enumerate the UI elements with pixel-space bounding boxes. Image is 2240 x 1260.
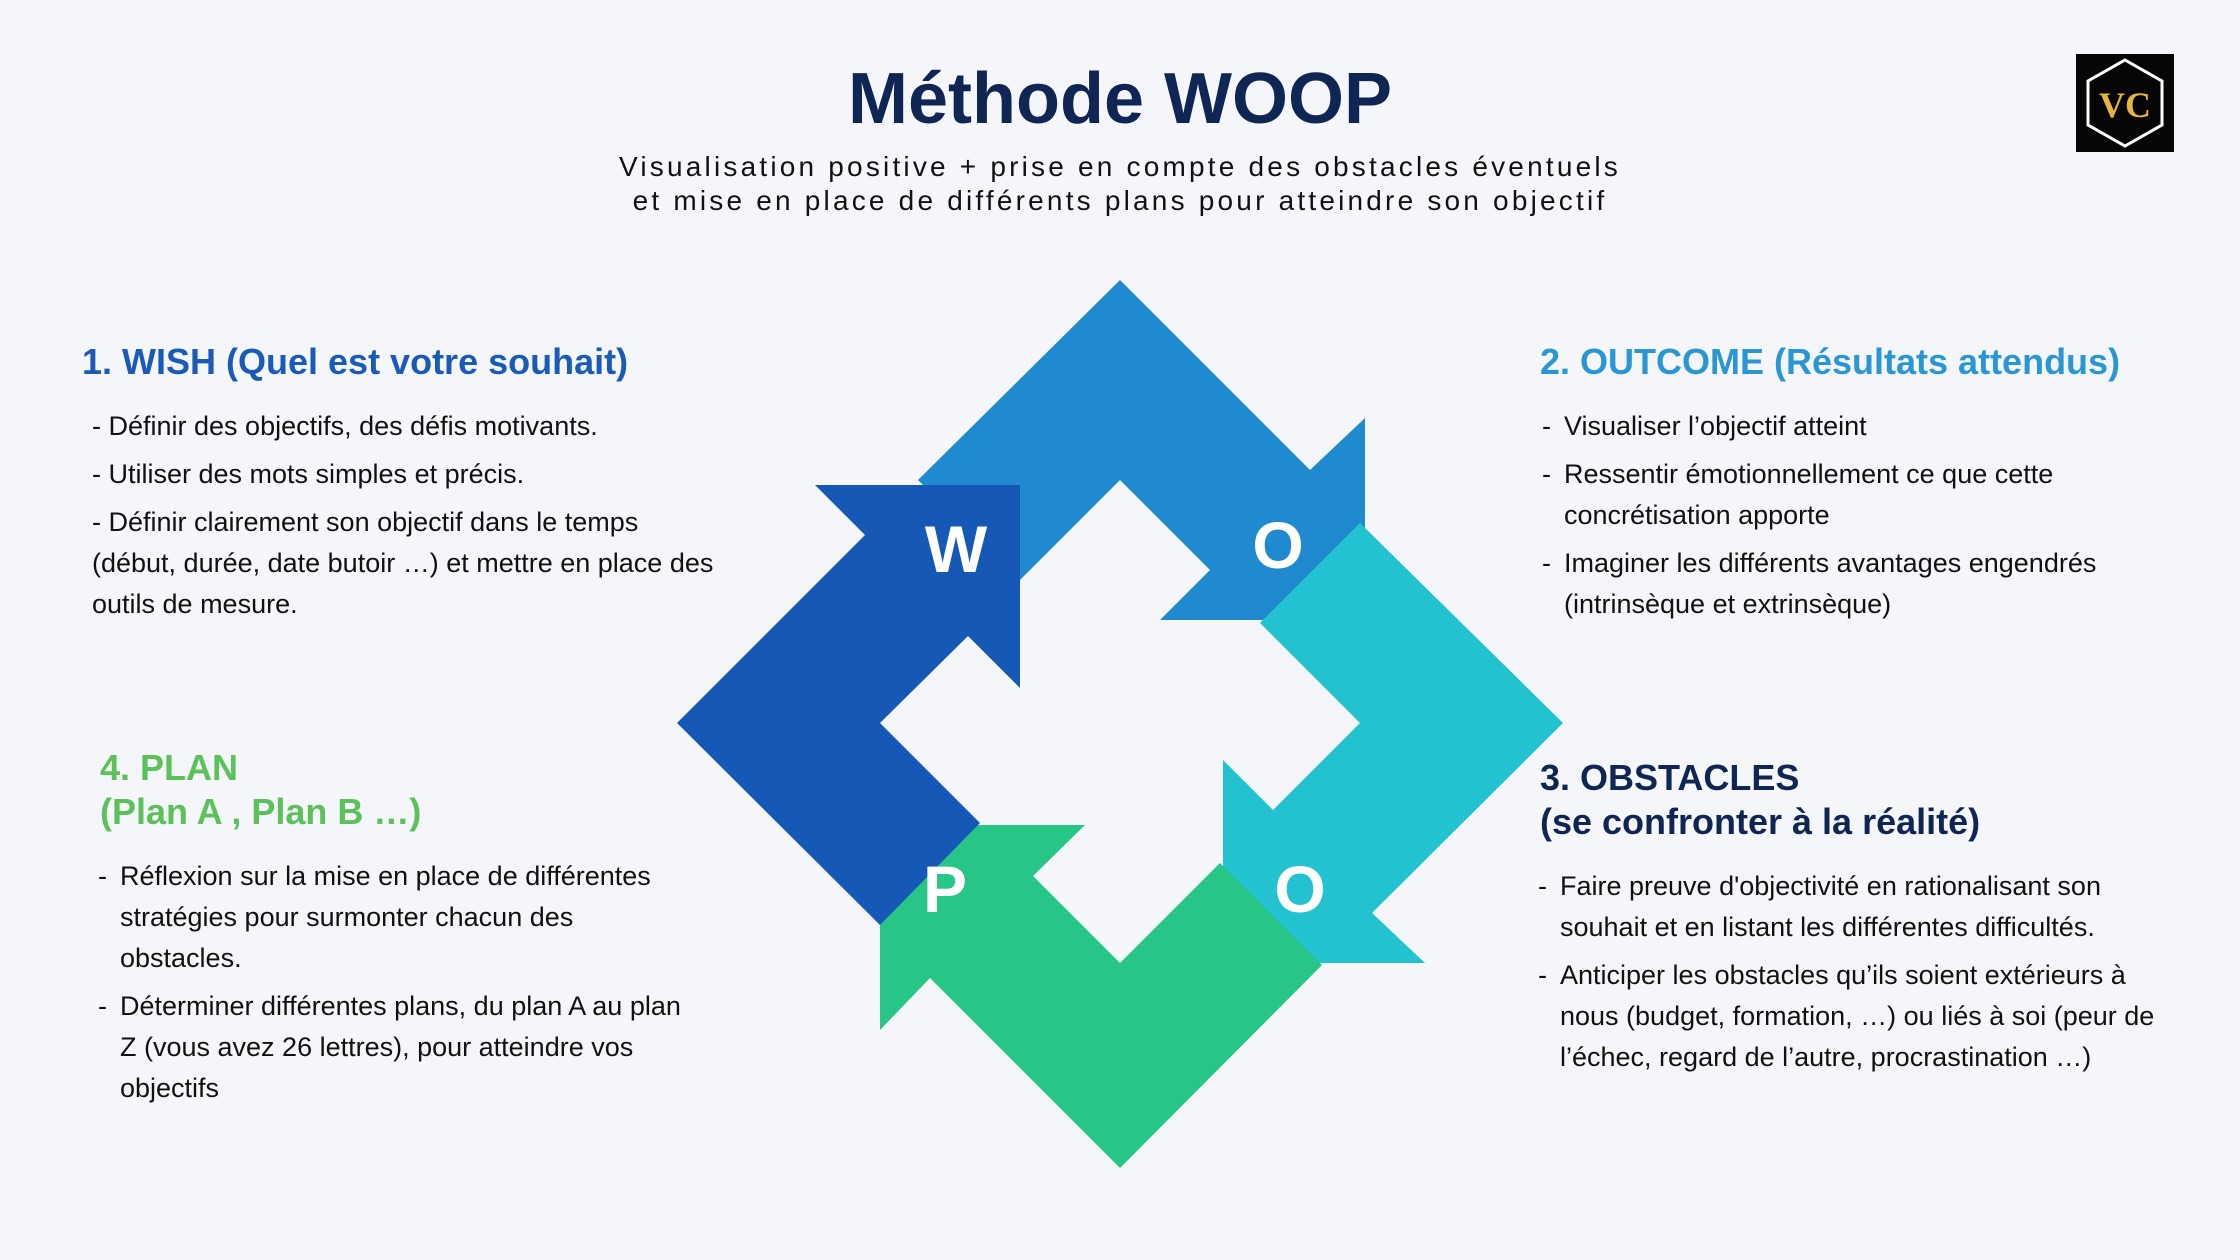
outcome-list: Visualiser l’objectif atteint Ressentir … <box>1540 406 2180 625</box>
letter-p: P <box>923 852 967 926</box>
arrow-outcome <box>918 280 1365 620</box>
arrow-wish <box>677 485 1020 925</box>
obstacles-title: 3. OBSTACLES (se confronter à la réalité… <box>1540 756 2180 844</box>
plan-title-line-1: 4. PLAN <box>100 747 239 788</box>
arrow-obstacles <box>1223 523 1563 963</box>
letter-o-obstacles: O <box>1274 852 1325 926</box>
obstacles-title-line-1: 3. OBSTACLES <box>1540 757 1800 798</box>
outcome-section: 2. OUTCOME (Résultats attendus) Visualis… <box>1540 340 2180 632</box>
list-item: Faire preuve d'objectivité en rationalis… <box>1538 866 2180 948</box>
hexagon-icon <box>2086 58 2164 148</box>
vc-logo: VC <box>2076 54 2174 152</box>
obstacles-title-line-2: (se confronter à la réalité) <box>1540 801 1981 842</box>
subtitle-line-2: et mise en place de différents plans pou… <box>632 185 1608 216</box>
wish-section: 1. WISH (Quel est votre souhait) - Défin… <box>82 340 722 632</box>
arrow-plan <box>880 825 1322 1168</box>
list-item: Réflexion sur la mise en place de différ… <box>98 856 700 979</box>
obstacles-list: Faire preuve d'objectivité en rationalis… <box>1538 866 2180 1078</box>
wish-title: 1. WISH (Quel est votre souhait) <box>82 341 629 382</box>
plan-section: 4. PLAN (Plan A , Plan B …) Réflexion su… <box>98 746 700 1116</box>
letter-o-outcome: O <box>1252 508 1303 582</box>
list-item: Imaginer les différents avantages engend… <box>1540 543 2180 625</box>
page-title: Méthode WOOP <box>848 59 1392 139</box>
list-item: - Définir des objectifs, des défis motiv… <box>92 411 598 441</box>
plan-title: 4. PLAN (Plan A , Plan B …) <box>100 746 700 834</box>
plan-list: Réflexion sur la mise en place de différ… <box>98 856 700 1109</box>
wish-list: - Définir des objectifs, des défis motiv… <box>92 406 722 625</box>
letter-w: W <box>925 512 988 586</box>
list-item: Déterminer différentes plans, du plan A … <box>98 986 700 1109</box>
list-item: Ressentir émotionnellement ce que cette … <box>1540 454 2180 536</box>
outcome-title: 2. OUTCOME (Résultats attendus) <box>1540 341 2121 382</box>
subtitle-line-1: Visualisation positive + prise en compte… <box>619 151 1621 182</box>
list-item: Visualiser l’objectif atteint <box>1540 406 2180 447</box>
logo-text: VC <box>2099 85 2151 125</box>
list-item: - Définir clairement son objectif dans l… <box>92 507 714 619</box>
subtitle: Visualisation positive + prise en compte… <box>0 150 2240 218</box>
plan-title-line-2: (Plan A , Plan B …) <box>100 791 422 832</box>
list-item: Anticiper les obstacles qu’ils soient ex… <box>1538 955 2180 1078</box>
obstacles-section: 3. OBSTACLES (se confronter à la réalité… <box>1538 756 2180 1085</box>
list-item: - Utiliser des mots simples et précis. <box>92 459 525 489</box>
